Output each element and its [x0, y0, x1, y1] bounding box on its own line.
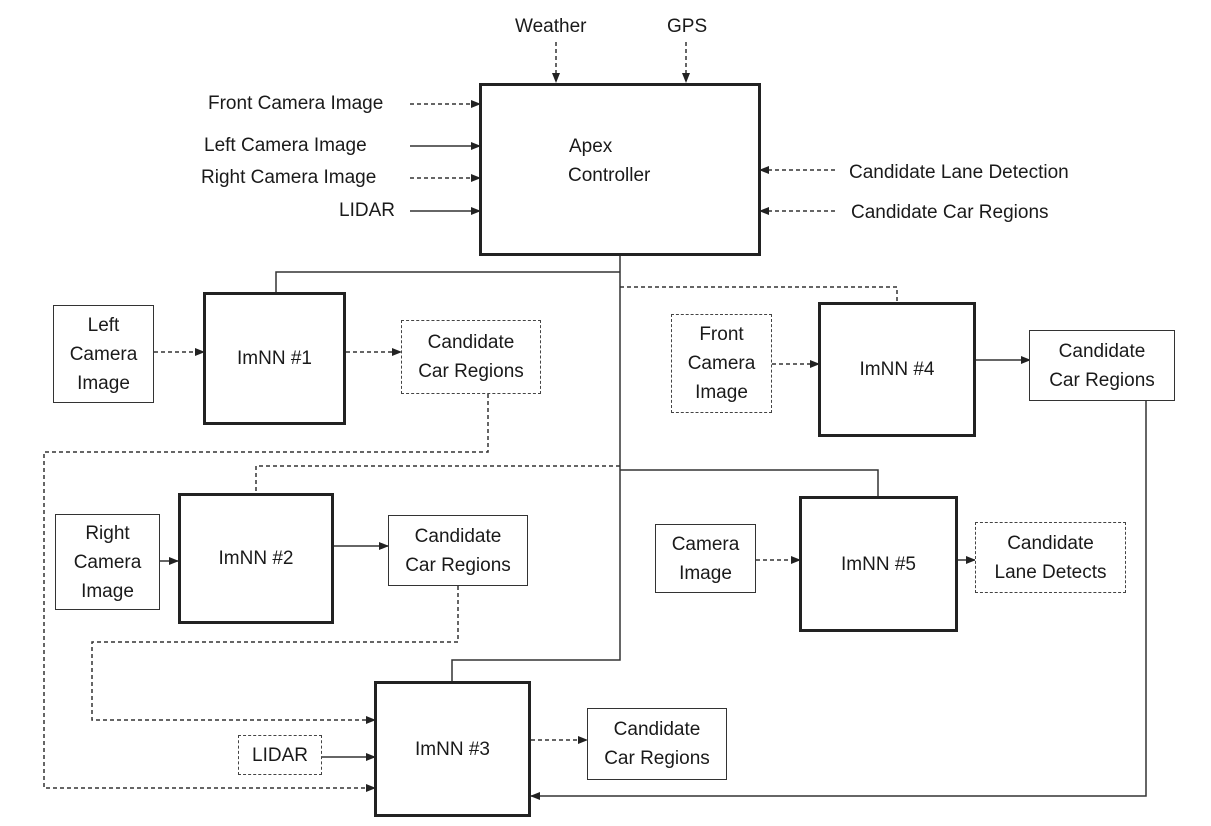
right-camera-line1: Right	[74, 519, 142, 548]
bus-to-imnn5	[620, 470, 878, 496]
car2-line1: Candidate	[405, 522, 511, 551]
right-camera-image-label: Right Camera Image	[201, 167, 376, 189]
lidar-box-label: LIDAR	[252, 741, 308, 770]
candidate-lane-detection-label: Candidate Lane Detection	[849, 162, 1069, 184]
front-camera-line2: Camera	[688, 349, 756, 378]
camera-line2: Image	[672, 559, 740, 588]
bus-trunk	[452, 255, 620, 681]
candidate-car-regions-label: Candidate Car Regions	[851, 202, 1049, 224]
left-camera-image-label: Left Camera Image	[204, 135, 367, 157]
imnn-4-box: ImNN #4	[818, 302, 976, 437]
front-camera-image-label: Front Camera Image	[208, 93, 383, 115]
lidar-label: LIDAR	[339, 200, 395, 222]
car1-line1: Candidate	[418, 328, 524, 357]
front-camera-image-box: FrontCameraImage	[671, 314, 772, 413]
imnn-1-box: ImNN #1	[203, 292, 346, 425]
imnn-1-label: ImNN #1	[237, 344, 312, 373]
car4-line1: Candidate	[1049, 337, 1155, 366]
car2-line2: Car Regions	[405, 551, 511, 580]
candidate-car-regions-4-box: CandidateCar Regions	[1029, 330, 1175, 401]
right-camera-line3: Image	[74, 577, 142, 606]
imnn-4-label: ImNN #4	[860, 355, 935, 384]
lane5-line1: Candidate	[995, 529, 1107, 558]
candidate-car-regions-2-box: CandidateCar Regions	[388, 515, 528, 586]
front-camera-line3: Image	[688, 378, 756, 407]
lidar-box: LIDAR	[238, 735, 322, 775]
imnn-5-box: ImNN #5	[799, 496, 958, 632]
apex-controller-title: Apex Controller	[568, 132, 650, 190]
candidate-lane-detects-box: CandidateLane Detects	[975, 522, 1126, 593]
candidate-car-regions-1-box: CandidateCar Regions	[401, 320, 541, 394]
right-camera-line2: Camera	[74, 548, 142, 577]
car1-line2: Car Regions	[418, 357, 524, 386]
imnn-3-label: ImNN #3	[415, 735, 490, 764]
left-camera-line1: Left	[70, 311, 138, 340]
imnn-2-box: ImNN #2	[178, 493, 334, 624]
left-camera-line3: Image	[70, 369, 138, 398]
car3-line1: Candidate	[604, 715, 710, 744]
bus-to-imnn4	[620, 287, 897, 302]
right-camera-image-box: RightCameraImage	[55, 514, 160, 610]
car4-line2: Car Regions	[1049, 366, 1155, 395]
left-camera-image-box: LeftCameraImage	[53, 305, 154, 403]
apex-controller-line2: Controller	[568, 161, 650, 190]
left-camera-line2: Camera	[70, 340, 138, 369]
camera-image-box: CameraImage	[655, 524, 756, 593]
bus-to-imnn1	[276, 272, 620, 292]
bus-to-imnn2	[256, 466, 620, 493]
imnn-2-label: ImNN #2	[219, 544, 294, 573]
car3-line2: Car Regions	[604, 744, 710, 773]
front-camera-line1: Front	[688, 320, 756, 349]
candidate-car-regions-3-box: CandidateCar Regions	[587, 708, 727, 780]
imnn-3-box: ImNN #3	[374, 681, 531, 817]
lane5-line2: Lane Detects	[995, 558, 1107, 587]
gps-label: GPS	[667, 16, 707, 38]
imnn-5-label: ImNN #5	[841, 550, 916, 579]
apex-controller-line1: Apex	[568, 132, 650, 161]
weather-label: Weather	[515, 16, 586, 38]
camera-line1: Camera	[672, 530, 740, 559]
